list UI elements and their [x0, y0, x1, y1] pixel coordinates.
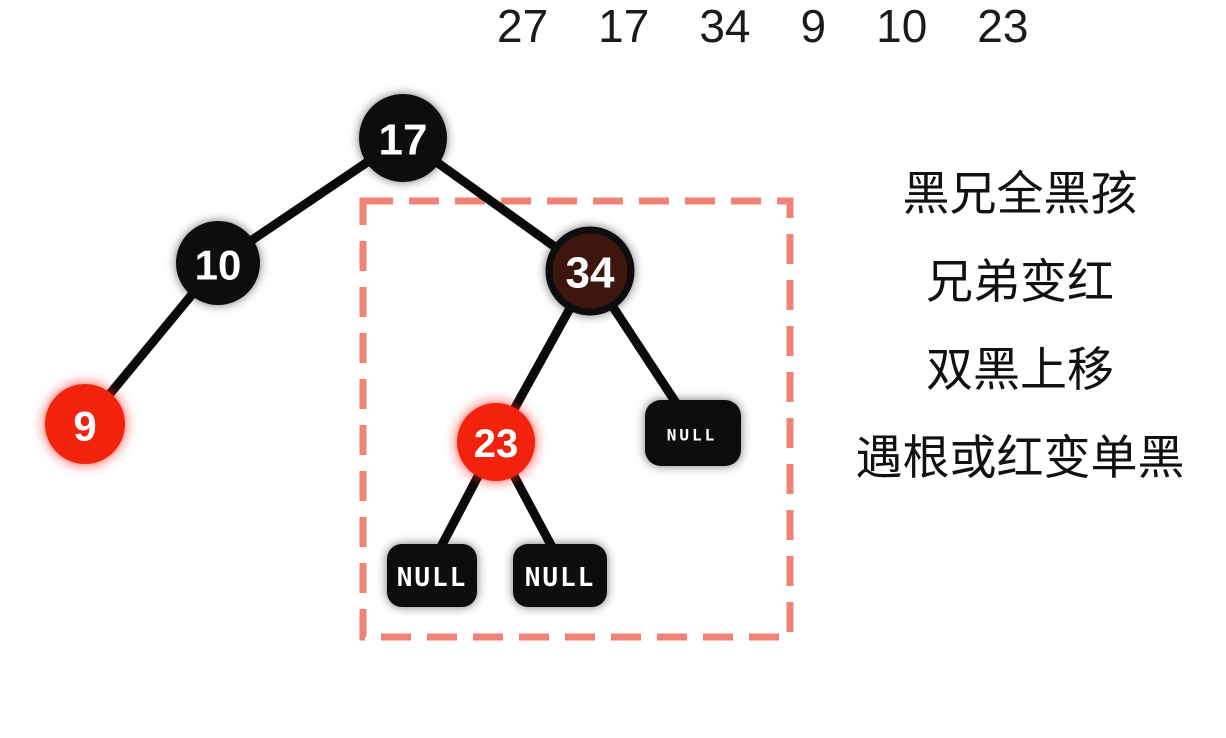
mnemonic-annotation: 黑兄全黑孩 兄弟变红 双黑上移 遇根或红变单黑 — [820, 150, 1220, 502]
mnemonic-line-2: 兄弟变红 — [926, 255, 1114, 308]
sequence-number: 9 — [800, 0, 827, 52]
insert-sequence-row: 27 17 34 9 10 23 — [497, 0, 1028, 52]
node-10-label: 10 — [195, 242, 242, 289]
null-leaf-label: NULL — [667, 426, 718, 445]
sequence-number: 23 — [977, 0, 1029, 52]
sequence-number: 10 — [876, 0, 928, 52]
node-34-label: 34 — [566, 249, 615, 298]
sequence-number: 17 — [598, 0, 650, 52]
node-9-label: 9 — [73, 403, 96, 450]
null-leaf-label: NULL — [525, 563, 596, 593]
subtree-highlight-dashed-box — [359, 197, 794, 641]
tree-node-9: 9 — [45, 384, 125, 464]
sequence-number: 27 — [497, 0, 549, 52]
null-leaf-right-of-23: NULL — [513, 544, 607, 607]
node-23-label: 23 — [474, 422, 519, 466]
node-17-label: 17 — [379, 116, 428, 165]
tree-node-10: 10 — [176, 221, 260, 305]
tree-node-17: 17 — [359, 94, 447, 182]
tree-node-23: 23 — [457, 403, 535, 481]
sequence-number: 34 — [699, 0, 751, 52]
mnemonic-line-1: 黑兄全黑孩 — [902, 167, 1138, 220]
tree-node-34: 34 — [545, 226, 635, 316]
null-leaf-label: NULL — [397, 563, 468, 593]
null-leaf-right-of-34: NULL — [645, 400, 741, 466]
mnemonic-line-3: 双黑上移 — [926, 343, 1114, 396]
mnemonic-line-4: 遇根或红变单黑 — [855, 431, 1185, 484]
null-leaf-left-of-23: NULL — [387, 544, 477, 607]
